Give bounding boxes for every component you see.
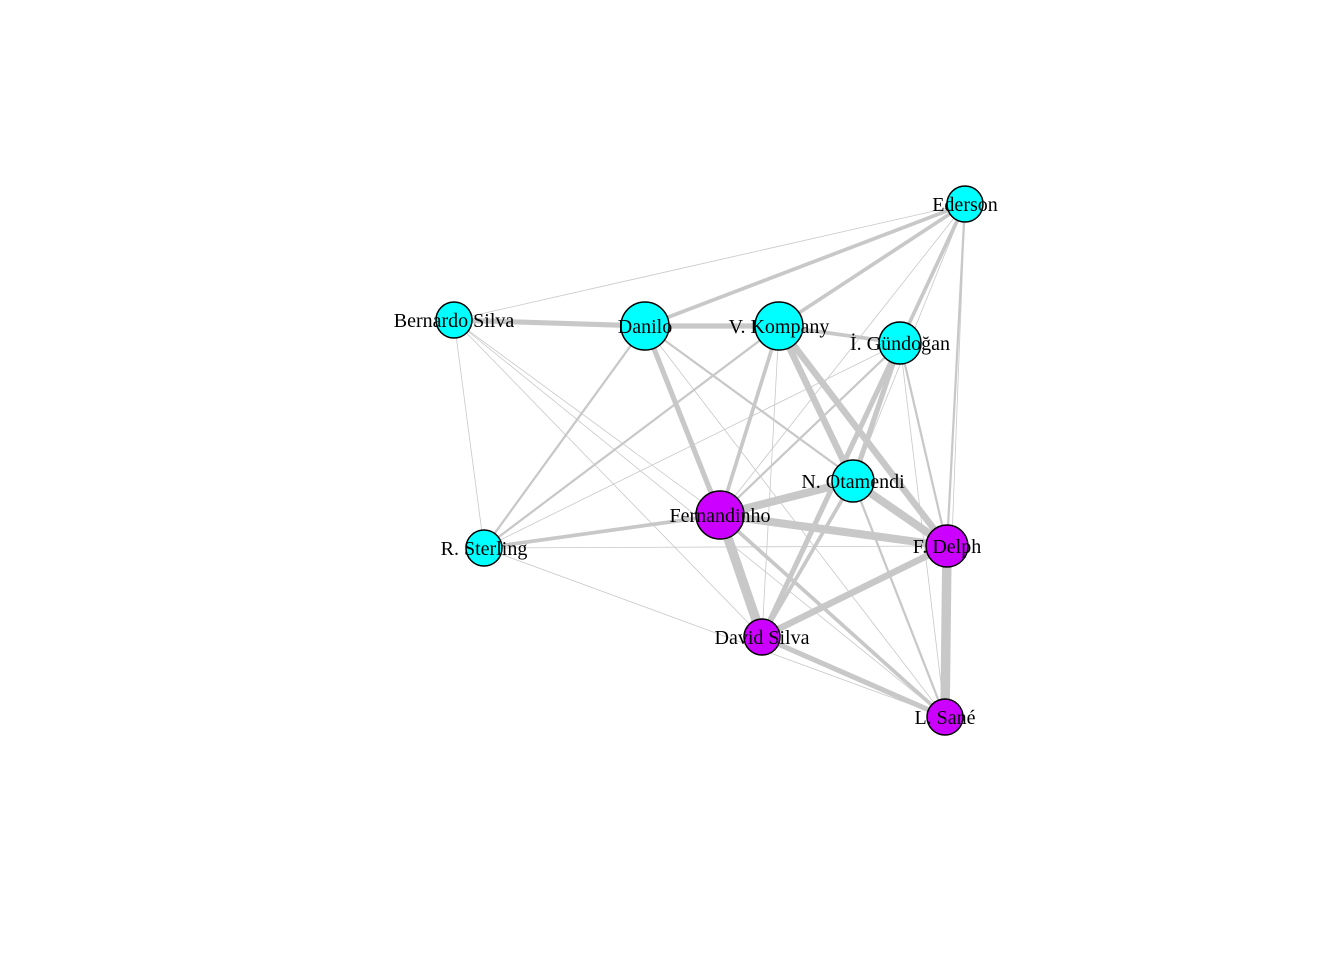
node-label-r-sterling: R. Sterling: [441, 538, 528, 560]
edge-bernardo-silva-danilo: [453, 317, 646, 329]
node-ederson[interactable]: [946, 185, 984, 223]
node-label-fernandinho: Fernandinho: [669, 505, 770, 527]
edge-bernardo-silva-r-sterling: [453, 319, 485, 549]
edge-fernandinho-r-sterling: [483, 513, 721, 550]
nodes-layer: [435, 185, 984, 736]
edge-f-delph-david-silva: [760, 543, 949, 640]
edge-fernandinho-l-sane: [718, 513, 947, 719]
edges-layer: [453, 202, 967, 720]
node-label-danilo: Danilo: [618, 316, 672, 338]
edge-v-kompany-ederson: [777, 202, 967, 328]
edge-bernardo-silva-david-silva: [453, 319, 763, 638]
node-gundogan[interactable]: [878, 321, 922, 365]
edge-r-sterling-l-sane: [483, 547, 946, 718]
edge-danilo-r-sterling: [483, 325, 646, 549]
edge-gundogan-fernandinho: [719, 342, 901, 516]
edge-fernandinho-ederson: [719, 203, 966, 516]
node-n-otamendi[interactable]: [831, 459, 875, 503]
edge-danilo-ederson: [644, 202, 966, 328]
edge-david-silva-l-sane: [760, 634, 947, 720]
node-label-bernardo-silva: Bernardo Silva: [394, 310, 515, 332]
edge-n-otamendi-david-silva: [760, 480, 855, 638]
node-fernandinho[interactable]: [695, 490, 745, 540]
node-l-sane[interactable]: [926, 698, 964, 736]
edge-v-kompany-r-sterling: [483, 325, 780, 549]
node-bernardo-silva[interactable]: [435, 301, 473, 339]
edge-v-kompany-n-otamendi: [776, 324, 856, 483]
node-r-sterling[interactable]: [465, 529, 503, 567]
node-label-l-sane: L. Sané: [914, 707, 975, 729]
node-label-david-silva: David Silva: [715, 627, 810, 649]
node-f-delph[interactable]: [925, 524, 969, 568]
edge-fernandinho-f-delph: [719, 511, 948, 550]
node-danilo[interactable]: [620, 301, 670, 351]
edge-f-delph-ederson: [945, 203, 967, 547]
node-label-f-delph: F. Delph: [913, 536, 981, 558]
edge-bernardo-silva-fernandinho: [453, 319, 721, 516]
node-label-gundogan: İ. Gündoğan: [850, 332, 950, 355]
edge-v-kompany-david-silva: [761, 325, 780, 638]
edge-gundogan-r-sterling: [483, 342, 901, 549]
node-v-kompany[interactable]: [754, 301, 804, 351]
edge-n-otamendi-l-sane: [851, 480, 947, 718]
node-label-n-otamendi: N. Otamendi: [801, 471, 905, 493]
node-david-silva[interactable]: [743, 618, 781, 656]
edge-gundogan-f-delph: [898, 342, 949, 547]
edge-v-kompany-fernandinho: [718, 325, 781, 516]
node-label-ederson: Ederson: [932, 194, 998, 216]
edge-gundogan-ederson: [898, 203, 967, 344]
edge-gundogan-n-otamendi: [850, 342, 903, 482]
edge-v-kompany-f-delph: [776, 323, 950, 549]
edge-f-delph-l-sane: [940, 545, 952, 718]
edge-r-sterling-f-delph: [483, 545, 948, 549]
edge-danilo-fernandinho: [642, 325, 723, 516]
node-label-v-kompany: V. Kompany: [729, 316, 830, 338]
edge-bernardo-silva-ederson: [453, 203, 966, 321]
